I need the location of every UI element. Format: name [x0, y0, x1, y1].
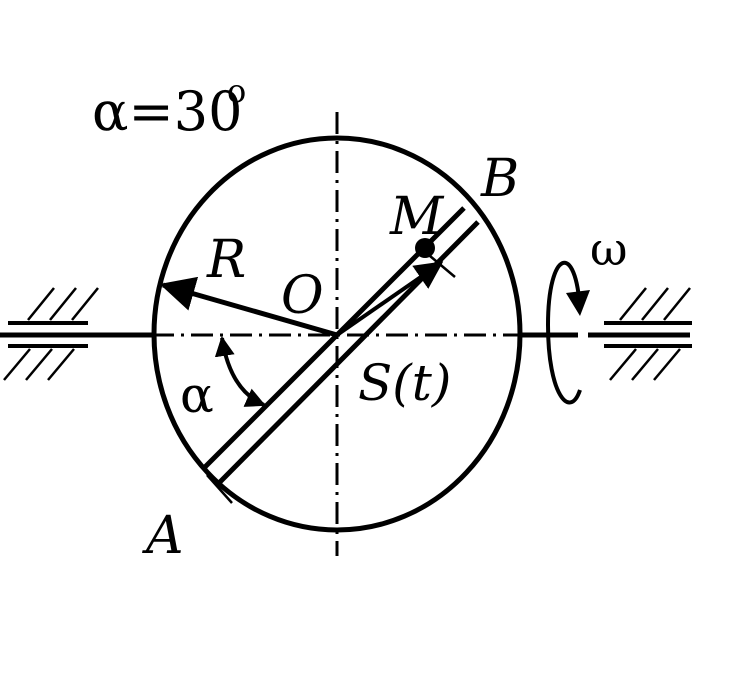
center-O-label: O	[281, 266, 324, 326]
angle-value-label: α=30	[92, 80, 242, 143]
angle-alpha-label: α	[180, 366, 214, 424]
left-bearing	[3, 287, 99, 381]
point-M-dot	[415, 238, 435, 258]
angle-alpha-arc	[214, 336, 266, 407]
omega-label: ω	[590, 222, 628, 276]
radius-arrow	[159, 276, 338, 338]
displacement-arrow	[335, 261, 444, 337]
degree-symbol: o	[227, 72, 246, 110]
point-B-label: B	[480, 149, 519, 209]
displacement-tick	[429, 255, 456, 278]
rotation-gap	[578, 318, 588, 352]
rotation-omega-arc	[545, 260, 582, 405]
right-bearing	[604, 287, 692, 381]
point-A-label: A	[142, 506, 184, 566]
radius-label: R	[206, 230, 246, 290]
path-s-label: S(t)	[358, 354, 451, 412]
rotation-arrowhead	[566, 290, 590, 316]
point-M-label: M	[389, 187, 445, 247]
